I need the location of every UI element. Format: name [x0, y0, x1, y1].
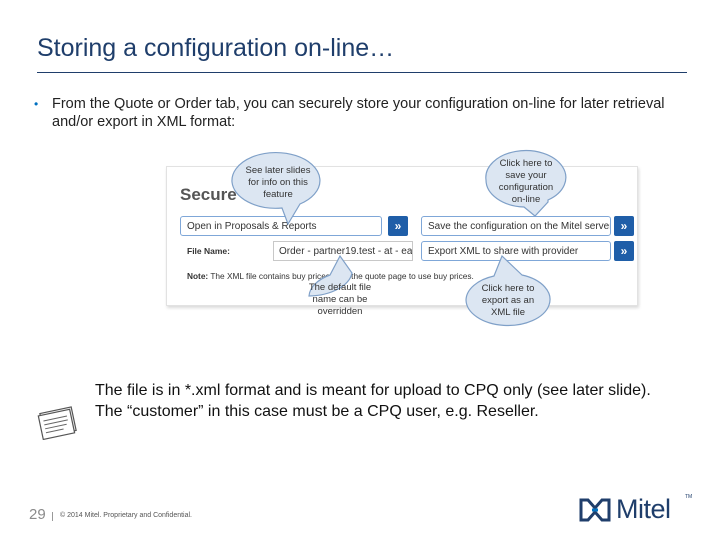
export-arrow-icon[interactable]: »	[614, 241, 634, 261]
note-label: Note:	[187, 271, 209, 281]
callout-line: Click here to	[499, 158, 553, 169]
callout-line: configuration	[498, 182, 554, 193]
section-title: Secure	[180, 185, 237, 204]
callout-line: See later slides	[245, 165, 311, 176]
callout-line: export as an	[481, 295, 535, 306]
slide-title: Storing a configuration on-line…	[37, 34, 395, 62]
embedded-screenshot: Secure Open in Proposals & Reports » Sav…	[166, 166, 638, 306]
title-divider	[37, 72, 687, 73]
callout-line: on-line	[511, 194, 541, 205]
export-xml-button[interactable]: Export XML to share with provider	[421, 241, 611, 261]
bullet-icon: •	[34, 97, 39, 111]
logo-wordmark: Mitel	[616, 494, 671, 524]
save-configuration-button[interactable]: Save the configuration on the Mitel serv…	[421, 216, 611, 236]
open-arrow-icon[interactable]: »	[388, 216, 408, 236]
notepad-icon	[37, 406, 77, 440]
bullet-text: From the Quote or Order tab, you can sec…	[52, 96, 665, 130]
callout-later-slides-text: See later slides for info on this featur…	[234, 165, 322, 201]
footer-divider	[52, 512, 53, 521]
callout-later-slides	[231, 151, 321, 226]
callout-line: save your	[505, 170, 547, 181]
callout-line: feature	[263, 189, 293, 200]
page-number: 29	[29, 506, 46, 523]
bullet-point: • From the Quote or Order tab, you can s…	[34, 95, 684, 131]
callout-save	[485, 149, 567, 217]
mitel-logo-icon	[579, 498, 611, 522]
callout-export-text: Click here to export as an XML file	[466, 283, 550, 319]
callout-line: name can be	[312, 294, 368, 305]
callout-default-name-text: The default file name can be overridden	[296, 282, 384, 318]
callout-line: XML file	[491, 307, 525, 318]
body-text: The file is in *.xml format and is meant…	[95, 382, 651, 420]
callout-line: The default file	[308, 282, 372, 293]
copyright-text: © 2014 Mitel. Proprietary and Confidenti…	[60, 512, 193, 519]
callout-line: Click here to	[481, 283, 535, 294]
callout-line: for info on this	[248, 177, 308, 188]
file-name-label: File Name:	[187, 246, 230, 256]
callout-save-text: Click here to save your configuration on…	[486, 158, 566, 206]
callout-line: overridden	[317, 306, 363, 317]
open-in-proposals-button[interactable]: Open in Proposals & Reports	[180, 216, 382, 236]
callout-export	[465, 254, 551, 327]
callout-default-name	[308, 254, 353, 297]
save-arrow-icon[interactable]: »	[614, 216, 634, 236]
logo-trademark: TM	[685, 494, 693, 500]
